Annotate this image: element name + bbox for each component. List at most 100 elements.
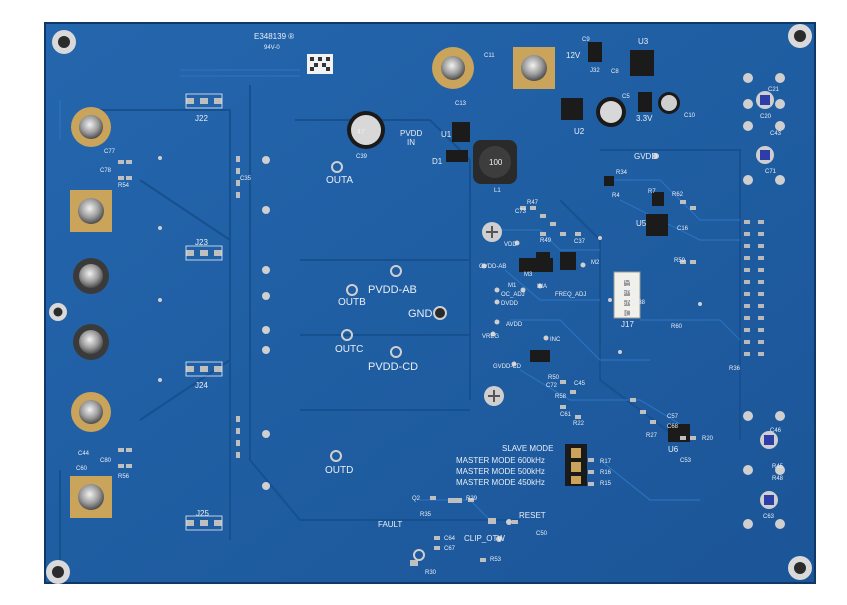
svg-text:R7: R7	[648, 189, 656, 195]
svg-text:C43: C43	[770, 131, 782, 137]
label-reset: RESET	[519, 511, 546, 520]
mode-slave: SLAVE MODE	[502, 444, 553, 453]
label-clip-otw: CLIP_OTW	[464, 534, 505, 543]
label-3v3: 3.3V	[636, 114, 653, 123]
svg-text:C60: C60	[76, 466, 88, 472]
right-edge-leds	[743, 73, 785, 529]
label-j22: J22	[195, 114, 208, 123]
u5-chip	[646, 214, 668, 236]
tp-ina: INA	[537, 284, 547, 290]
label-u2: U2	[574, 127, 585, 136]
svg-text:C63: C63	[763, 514, 775, 520]
label-outb: OUTB	[338, 297, 366, 308]
svg-text:R15: R15	[600, 481, 612, 487]
svg-text:R48: R48	[772, 476, 784, 482]
label-j23: J23	[195, 238, 208, 247]
svg-text:R20: R20	[702, 436, 714, 442]
svg-text:C5: C5	[622, 94, 630, 100]
svg-text:C80: C80	[100, 458, 112, 464]
svg-text:R50: R50	[548, 375, 560, 381]
svg-text:47: 47	[357, 129, 365, 136]
svg-text:R53: R53	[490, 557, 502, 563]
speaker-terminals	[70, 107, 112, 518]
j22-connector	[185, 93, 223, 109]
mode-master-600: MASTER MODE 600kHz	[456, 456, 545, 465]
label-j24: J24	[195, 381, 208, 390]
svg-text:C67: C67	[444, 546, 456, 552]
j17-pin-iom: IOM	[622, 276, 637, 285]
tp-inc: INC	[550, 337, 561, 343]
svg-text:R4: R4	[612, 193, 620, 199]
svg-text:R59: R59	[674, 258, 686, 264]
svg-text:C21: C21	[768, 87, 780, 93]
tp-m3: M3	[524, 272, 533, 278]
label-u6: U6	[668, 445, 679, 454]
svg-text:C35: C35	[240, 176, 252, 182]
reference-designators: C11 C9 C8 C5 C10 C13 C20 C21 C43 C71 C35…	[76, 37, 784, 576]
svg-text:C20: C20	[760, 114, 772, 120]
tp-m2: M2	[591, 260, 600, 266]
svg-text:C53: C53	[680, 458, 692, 464]
svg-text:C16: C16	[677, 226, 689, 232]
svg-text:C44: C44	[78, 451, 90, 457]
tp-freq-adj: FREQ_ADJ	[555, 292, 586, 298]
label-outd: OUTD	[325, 465, 353, 476]
label-gvdd: GVDD	[634, 152, 657, 161]
svg-text:C8: C8	[611, 69, 619, 75]
label-pvdd-cd: PVDD-CD	[368, 361, 418, 373]
label-pvdd-in-2: IN	[407, 138, 415, 147]
label-u3: U3	[638, 37, 649, 46]
svg-text:R56: R56	[118, 474, 130, 480]
tp-vreg: VREG	[482, 334, 499, 340]
svg-text:C73: C73	[515, 209, 527, 215]
label-j17: J17	[621, 320, 634, 329]
label-j32: J32	[590, 68, 600, 74]
svg-text:C71: C71	[765, 169, 777, 175]
mode-master-500: MASTER MODE 500kHz	[456, 467, 545, 476]
j17-pin-gnd-1: GND	[620, 287, 638, 296]
svg-text:R17: R17	[600, 459, 612, 465]
label-12v: 12V	[566, 51, 581, 60]
j25-connector	[185, 515, 223, 531]
svg-text:C37: C37	[574, 239, 586, 245]
svg-text:R22: R22	[573, 421, 585, 427]
electrolytic-capacitors: 47	[347, 92, 680, 149]
j32-jumper	[588, 42, 602, 62]
svg-text:R36: R36	[729, 366, 741, 372]
svg-text:C68: C68	[667, 424, 679, 430]
label-fault: FAULT	[378, 520, 402, 529]
svg-text:R49: R49	[540, 238, 552, 244]
j23-connector	[185, 245, 223, 261]
svg-text:C9: C9	[582, 37, 590, 43]
tp-dvdd: DVDD	[501, 301, 519, 307]
svg-text:C50: C50	[536, 531, 548, 537]
tp-oc-adj: OC_ADJ	[501, 292, 525, 298]
label-j25: J25	[196, 509, 209, 518]
label-u1: U1	[441, 130, 452, 139]
j17-pin-gnd-2: GND	[620, 298, 638, 307]
test-point-pads	[158, 153, 702, 561]
u3-chip	[630, 50, 654, 76]
svg-text:R30: R30	[425, 570, 437, 576]
inductor-l1: 100	[473, 140, 517, 184]
tp-m1: M1	[508, 283, 517, 289]
svg-text:R60: R60	[671, 324, 683, 330]
svg-text:R47: R47	[527, 200, 539, 206]
label-pvdd-in: PVDD	[400, 129, 422, 138]
mode-master-450: MASTER MODE 450kHz	[456, 478, 545, 487]
svg-text:R58: R58	[555, 394, 567, 400]
flammability-rating: 94V-0	[264, 45, 280, 51]
connectors-and-headers	[185, 42, 764, 531]
svg-text:Q2: Q2	[412, 496, 421, 502]
right-edge-header-pins	[744, 220, 764, 356]
svg-text:C77: C77	[104, 149, 116, 155]
power-input-terminals	[432, 47, 555, 89]
tp-gvdd-ab: GVDD-AB	[479, 264, 506, 270]
j26-jumper	[638, 92, 652, 112]
label-d1: D1	[432, 157, 443, 166]
svg-text:C72: C72	[546, 383, 558, 389]
ul-marking: E348139 ®	[254, 32, 294, 41]
label-gnd: GND	[408, 308, 433, 320]
label-l1: L1	[494, 188, 501, 194]
